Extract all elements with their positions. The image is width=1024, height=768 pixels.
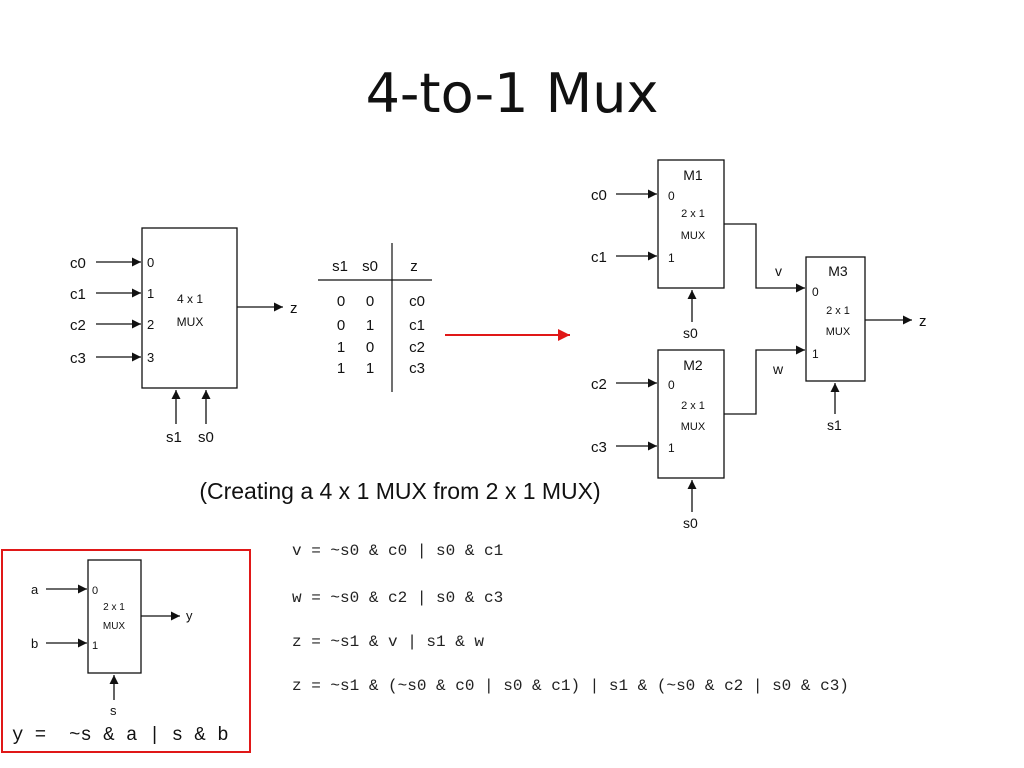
input-label-b: b <box>31 636 38 651</box>
mux-m1-label-line1: 2 x 1 <box>681 208 705 220</box>
mux-2x1-label-line2: MUX <box>103 621 126 632</box>
truth-table-header-s1: s1 <box>332 258 348 275</box>
mux-m2-port-1: 1 <box>668 441 675 455</box>
input-label-c1: c1 <box>70 286 86 303</box>
mux-m2-name: M2 <box>683 357 703 373</box>
truth-table-cell: c2 <box>409 339 425 356</box>
mux-m3-select-label: s1 <box>827 417 842 433</box>
mux-m1-name: M1 <box>683 167 703 183</box>
input-label-c3: c3 <box>70 350 86 367</box>
select-label-s0: s0 <box>198 429 214 446</box>
mux-2x1-port-1: 1 <box>92 640 98 652</box>
wire-label-v: v <box>775 263 782 279</box>
select-label-s: s <box>110 703 117 718</box>
mux-m3-port-0: 0 <box>812 285 819 299</box>
slide-title: 4-to-1 Mux <box>365 62 659 125</box>
mux-m1-body <box>657 159 725 289</box>
truth-table-cell: 0 <box>366 293 374 310</box>
equation-z-expanded: z = ~s1 & (~s0 & c0 | s0 & c1) | s1 & (~… <box>292 677 849 695</box>
figure-caption: (Creating a 4 x 1 MUX from 2 x 1 MUX) <box>199 478 601 504</box>
mux-m3-name: M3 <box>828 263 848 279</box>
input-label-c0: c0 <box>70 255 86 272</box>
mux-2x1-body <box>87 559 142 674</box>
truth-table-header-z: z <box>410 258 418 275</box>
mux-tree: M1 2 x 1 MUX 0 1 c0 c1 s0 M2 2 x 1 MUX 0… <box>591 159 927 531</box>
mux-4x1-body <box>141 227 238 389</box>
truth-table-cell: 1 <box>337 339 345 356</box>
mux-2x1-port-0: 0 <box>92 585 98 597</box>
truth-table-cell: 1 <box>337 360 345 377</box>
mux-m1-label-line2: MUX <box>681 230 706 242</box>
input-label-c2: c2 <box>70 317 86 334</box>
truth-table-cell: c0 <box>409 293 425 310</box>
mux-4x1-label-line1: 4 x 1 <box>177 292 203 306</box>
select-label-s1: s1 <box>166 429 182 446</box>
mux-4x1: 4 x 1 MUX c0 c1 c2 c3 0 1 2 3 z s1 s0 <box>70 227 298 446</box>
truth-table-cell: 1 <box>366 317 374 334</box>
output-label-y: y <box>186 608 193 623</box>
mux-2x1-reference: 2 x 1 MUX 0 1 a b y s <box>1 549 251 753</box>
mux-m3-output-label: z <box>919 313 927 330</box>
mux-m3-label-line1: 2 x 1 <box>826 305 850 317</box>
output-label-z: z <box>290 300 298 317</box>
equation-w: w = ~s0 & c2 | s0 & c3 <box>292 589 504 607</box>
port-label-0: 0 <box>147 255 154 270</box>
truth-table-cell: c1 <box>409 317 425 334</box>
truth-table: s1 s0 z 0 0 c0 0 1 c1 1 0 c2 1 1 c3 <box>318 243 432 392</box>
port-label-1: 1 <box>147 286 154 301</box>
truth-table-cell: 1 <box>366 360 374 377</box>
mux-m2-label-line1: 2 x 1 <box>681 400 705 412</box>
mux-2x1-equation: y = ~s & a | s & b <box>12 724 229 746</box>
truth-table-cell: 0 <box>337 293 345 310</box>
mux-2x1-label-line1: 2 x 1 <box>103 602 125 613</box>
truth-table-cell: 0 <box>337 317 345 334</box>
mux-m2-body <box>657 349 725 479</box>
wire-label-w: w <box>772 361 784 377</box>
mux-m1-port-1: 1 <box>668 251 675 265</box>
mux-m1-input-c0: c0 <box>591 187 607 204</box>
mux-m1-input-c1: c1 <box>591 249 607 266</box>
mux-m2-port-0: 0 <box>668 378 675 392</box>
equation-z: z = ~s1 & v | s1 & w <box>292 633 485 651</box>
port-label-3: 3 <box>147 350 154 365</box>
wire-v <box>724 223 805 293</box>
mux-m2-select-label: s0 <box>683 515 698 531</box>
truth-table-cell: c3 <box>409 360 425 377</box>
mux-m2-input-c2: c2 <box>591 376 607 393</box>
truth-table-cell: 0 <box>366 339 374 356</box>
mux-m2-input-c3: c3 <box>591 439 607 456</box>
mux-m3-body <box>805 256 866 382</box>
highlight-frame <box>1 549 251 753</box>
truth-table-header-s0: s0 <box>362 258 378 275</box>
wire-w <box>724 345 805 415</box>
mux-m1-select-label: s0 <box>683 325 698 341</box>
equation-v: v = ~s0 & c0 | s0 & c1 <box>292 542 504 560</box>
input-label-a: a <box>31 582 39 597</box>
port-label-2: 2 <box>147 317 154 332</box>
mux-m3-label-line2: MUX <box>826 326 851 338</box>
mux-4x1-label-line2: MUX <box>177 315 204 329</box>
mux-m1-port-0: 0 <box>668 189 675 203</box>
mux-m3-port-1: 1 <box>812 347 819 361</box>
mux-m2-label-line2: MUX <box>681 421 706 433</box>
